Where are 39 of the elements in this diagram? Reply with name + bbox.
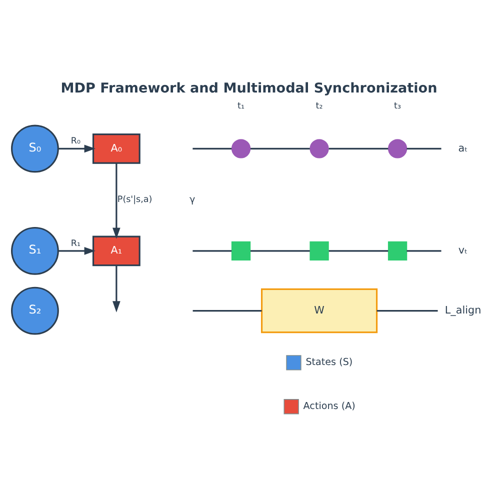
node-circle bbox=[388, 138, 408, 158]
legend-label: Actions (A) bbox=[303, 400, 356, 412]
connector bbox=[250, 147, 310, 149]
edge-label: P(s'|s,a) bbox=[117, 194, 152, 205]
label: γ bbox=[189, 194, 196, 205]
node-box bbox=[388, 240, 408, 260]
node-box bbox=[310, 240, 329, 260]
node-circle bbox=[310, 138, 329, 158]
node-text: aₜ bbox=[458, 142, 468, 154]
legend-label: States (S) bbox=[306, 356, 353, 368]
node-label: t₂ bbox=[316, 101, 323, 112]
node-circle: S₁ bbox=[11, 226, 59, 274]
node-label: t₃ bbox=[394, 101, 402, 112]
connector bbox=[192, 310, 262, 312]
arrow bbox=[112, 162, 120, 238]
connector bbox=[328, 147, 388, 149]
connector bbox=[250, 250, 310, 252]
arrow bbox=[112, 265, 120, 312]
connector bbox=[192, 147, 232, 149]
connector bbox=[376, 310, 438, 312]
node-text: L_align bbox=[444, 304, 482, 316]
node-circle bbox=[231, 138, 251, 158]
connector bbox=[406, 147, 442, 149]
arrow bbox=[58, 246, 96, 254]
edge-label: R₀ bbox=[70, 136, 81, 146]
arrow bbox=[58, 144, 96, 152]
connector bbox=[328, 250, 388, 252]
edge-label: R₁ bbox=[70, 238, 81, 248]
node-box: W bbox=[260, 288, 378, 333]
node-box: A₀ bbox=[92, 133, 140, 164]
node-circle: S₀ bbox=[11, 124, 59, 172]
node-circle: S₂ bbox=[11, 286, 59, 334]
diagram-title: MDP Framework and Multimodal Synchronization bbox=[60, 80, 438, 96]
node-text: vₜ bbox=[458, 244, 468, 256]
node-box bbox=[231, 240, 251, 260]
node-label: t₁ bbox=[238, 101, 244, 112]
connector bbox=[192, 250, 232, 252]
node-box: A₁ bbox=[92, 235, 140, 266]
connector bbox=[406, 250, 442, 252]
